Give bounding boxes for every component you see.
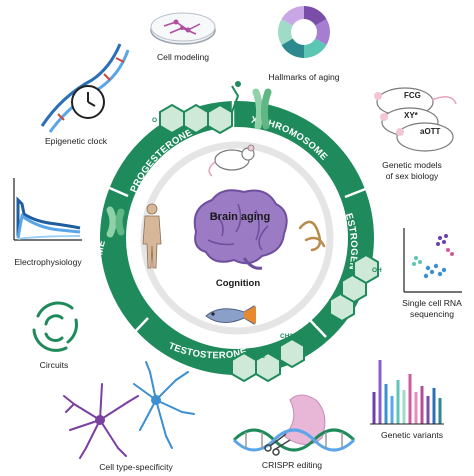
testosterone-ch3-label-1: CH3 <box>252 353 265 360</box>
progesterone-molecule <box>159 81 241 135</box>
scissors-icon <box>264 433 291 456</box>
label-genetic-models-line2: of sex biology <box>386 171 439 181</box>
label-electrophysiology: Electrophysiology <box>14 257 82 267</box>
label-cell-modeling: Cell modeling <box>157 52 209 62</box>
umap-scatter-icon <box>403 228 462 293</box>
testosterone-ch3-label-2: CH3 <box>280 333 293 340</box>
hallmarks-wheel-icon <box>278 6 330 58</box>
estrogen-ho-label: HO <box>316 321 326 328</box>
badge-fcg: FCG <box>404 91 421 100</box>
label-single-cell-line2: sequencing <box>410 309 454 319</box>
progesterone-o-label: O <box>152 117 157 124</box>
manhattan-plot-icon <box>370 360 444 425</box>
mouse-icon <box>208 144 255 177</box>
dna-clock-icon <box>40 43 130 133</box>
neurons-icon <box>63 361 195 459</box>
estrogen-molecule <box>329 253 379 323</box>
label-crispr-editing: CRISPR editing <box>262 460 322 470</box>
badge-aott: aOTT <box>420 127 441 136</box>
label-genetic-models-line1: Genetic models <box>382 160 442 170</box>
center-title: Brain aging <box>210 211 271 223</box>
testosterone-oh-label: OH <box>300 331 310 338</box>
badge-xy: XY* <box>404 111 419 120</box>
electrophysiology-plot-icon <box>13 178 82 241</box>
circuits-icon <box>32 301 78 352</box>
label-hallmarks-of-aging: Hallmarks of aging <box>268 72 339 82</box>
x-chromosome-icon <box>252 88 272 130</box>
testosterone-molecule <box>231 337 305 383</box>
mouse-group-icon <box>374 87 457 152</box>
killifish-icon <box>205 305 256 325</box>
y-chromosome-icon <box>106 206 125 238</box>
label-epigenetic-clock: Epigenetic clock <box>45 136 108 146</box>
worm-icon <box>298 220 326 252</box>
label-cell-type-specificity: Cell type-specificity <box>99 462 173 472</box>
brain-icon <box>193 189 288 270</box>
label-circuits: Circuits <box>40 360 69 370</box>
label-genetic-variants: Genetic variants <box>381 430 443 440</box>
label-single-cell-line1: Single cell RNA <box>402 298 462 308</box>
crispr-icon <box>232 394 356 456</box>
center-subtitle: Cognition <box>216 278 261 289</box>
estrogen-oh-label: OH <box>372 267 382 274</box>
human-figure-icon <box>142 203 162 269</box>
petri-dish-icon <box>150 12 216 45</box>
